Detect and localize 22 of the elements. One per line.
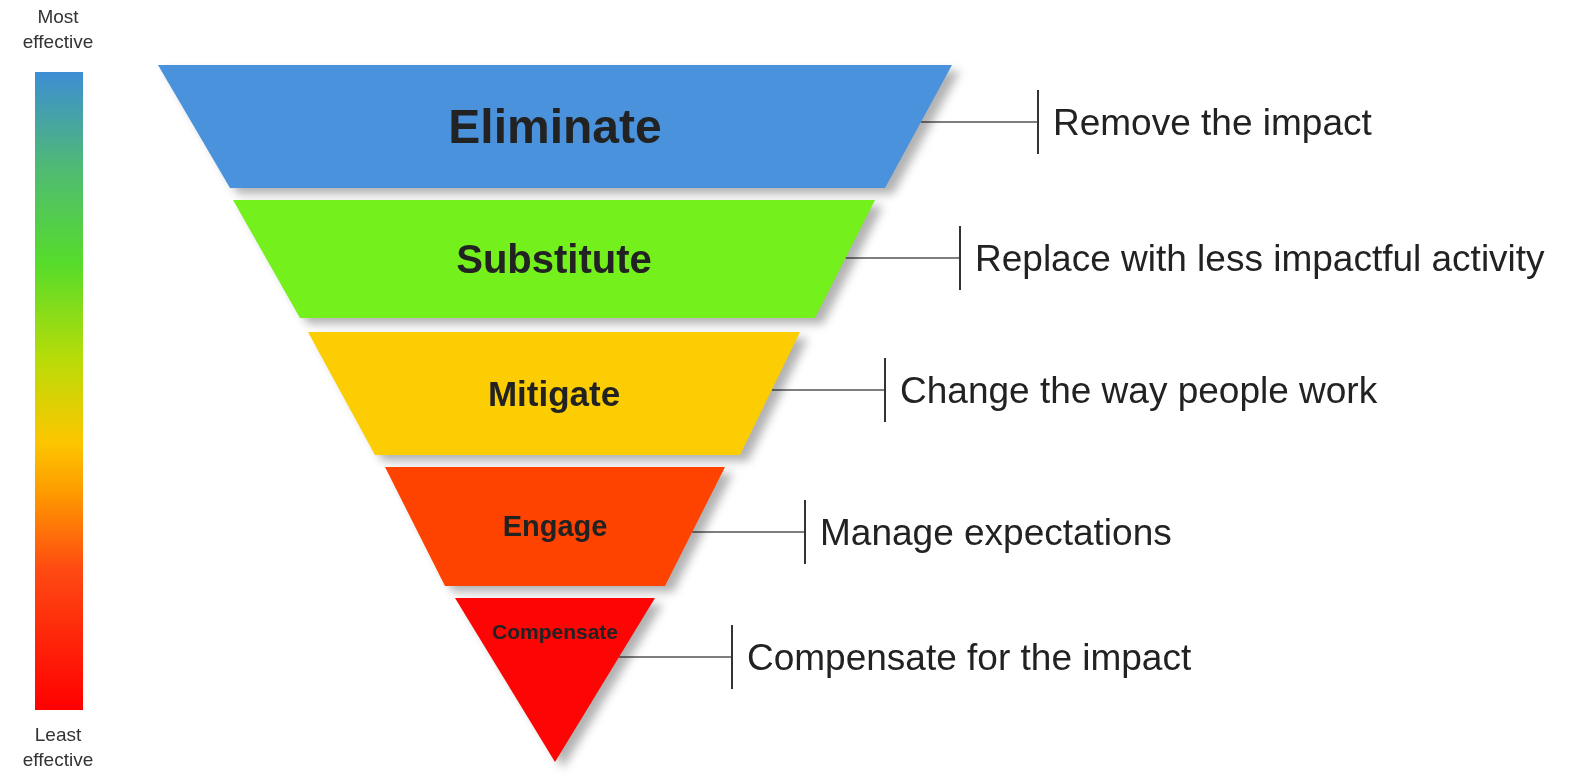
band-title: Eliminate (448, 102, 662, 151)
funnel-band (158, 65, 952, 188)
funnel-band (455, 598, 655, 762)
funnel-band (308, 332, 800, 455)
funnel-band (233, 200, 875, 318)
connector-line (618, 624, 733, 690)
band-title: Compensate (492, 621, 618, 642)
band-title: Substitute (456, 239, 652, 279)
funnel-band (385, 467, 725, 586)
connector-line (844, 225, 961, 291)
connector-line (920, 89, 1039, 155)
band-title: Mitigate (487, 376, 621, 411)
description-text: Compensate for the impact (747, 638, 1192, 676)
scale-label: Most effective (21, 5, 95, 54)
description-text: Manage expectations (820, 513, 1172, 551)
description-text: Replace with less impactful activity (975, 239, 1545, 277)
scale-label: Least effective (21, 723, 95, 772)
connector-line (771, 357, 886, 423)
band-title: Engage (502, 512, 608, 541)
description-text: Change the way people work (900, 371, 1378, 409)
description-text: Remove the impact (1053, 103, 1372, 141)
connector-line (691, 499, 806, 565)
